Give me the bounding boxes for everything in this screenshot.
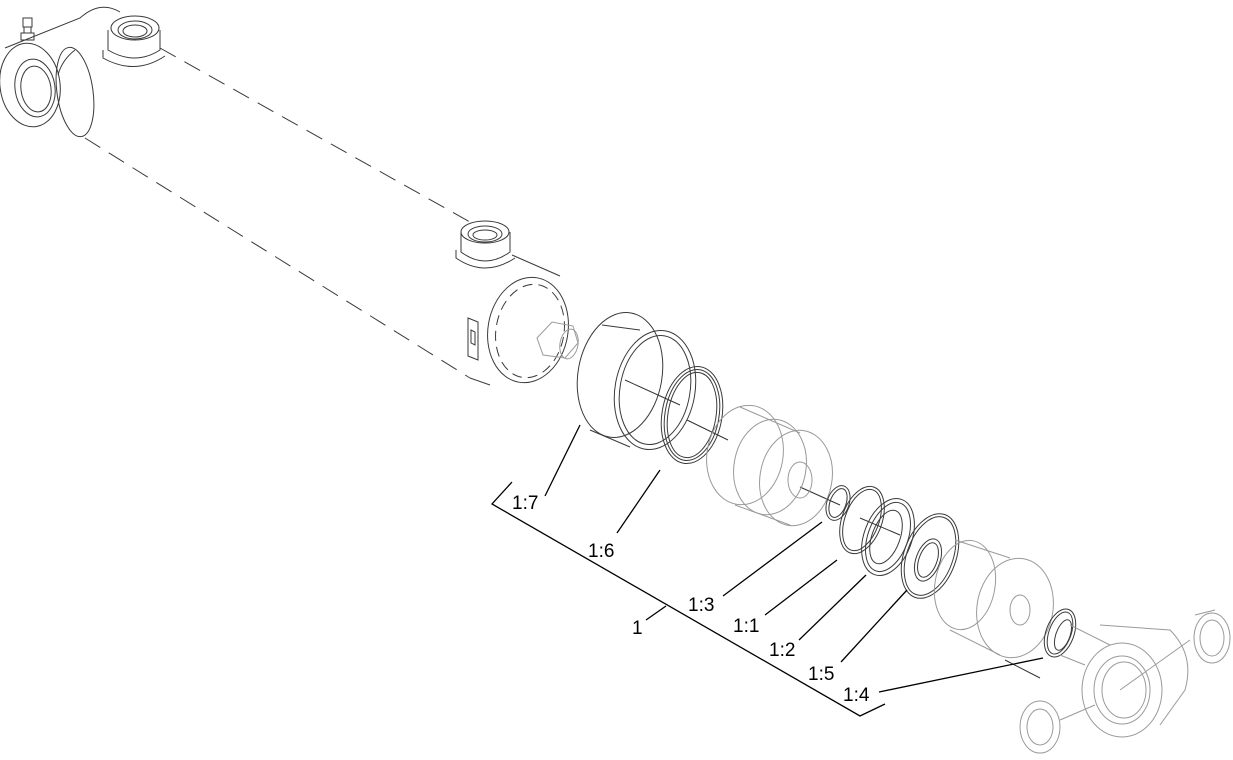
part-o-ring-small bbox=[825, 485, 851, 521]
callout-1-5: 1:5 bbox=[808, 664, 835, 685]
part-o-ring-large bbox=[660, 365, 724, 465]
hydraulic-port-1 bbox=[102, 15, 166, 67]
part-wear-band bbox=[576, 312, 697, 450]
callout-1-1: 1:1 bbox=[733, 616, 760, 637]
rod-end-eye bbox=[1059, 624, 1191, 738]
part-seal-ring-1 bbox=[839, 485, 885, 555]
grease-fitting-icon bbox=[20, 17, 35, 41]
hydraulic-port-2 bbox=[455, 220, 561, 277]
callout-1-3: 1:3 bbox=[688, 595, 715, 616]
bushing-left bbox=[1019, 700, 1096, 754]
callout-1-4: 1:4 bbox=[843, 685, 870, 706]
piston bbox=[706, 404, 833, 527]
callout-1: 1 bbox=[632, 618, 643, 639]
part-rod-wiper bbox=[1043, 608, 1077, 658]
part-back-up-washer bbox=[900, 513, 960, 599]
cylinder-barrel bbox=[84, 47, 569, 386]
callout-1-6: 1:6 bbox=[588, 541, 615, 562]
callout-bracket bbox=[490, 481, 886, 717]
bushing-right bbox=[1193, 609, 1231, 664]
cylinder-end-cap bbox=[0, 6, 166, 138]
callout-1-7: 1:7 bbox=[512, 493, 539, 514]
leader-lines bbox=[544, 424, 1044, 693]
gland-nut bbox=[536, 321, 579, 360]
rod-gland bbox=[933, 539, 1054, 659]
callout-1-2: 1:2 bbox=[769, 640, 796, 661]
